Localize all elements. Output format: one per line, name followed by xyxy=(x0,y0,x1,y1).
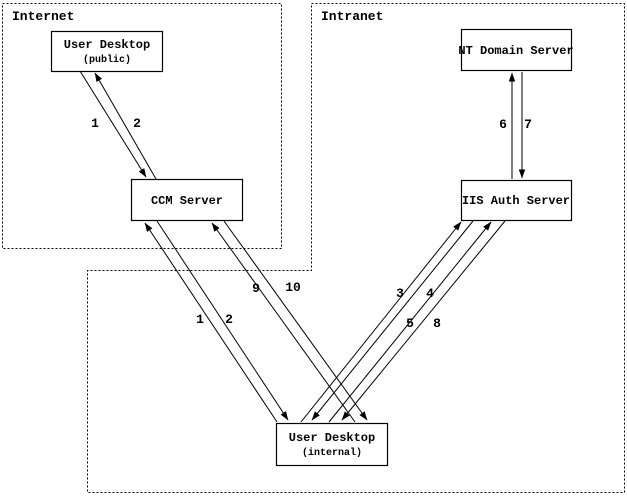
node-nt-domain-server-box xyxy=(460,28,573,72)
edge-step-8: 8 xyxy=(341,220,506,421)
edge-label-step-10: 10 xyxy=(285,280,301,295)
edge-line-step-10 xyxy=(223,220,368,421)
zone-internet-border xyxy=(2,3,282,249)
edge-step-6: 6 xyxy=(499,72,516,179)
edge-step-1-public: 1 xyxy=(79,70,147,178)
node-ccm-server: CCM Server xyxy=(130,178,244,222)
node-ccm-server-title: CCM Server xyxy=(151,194,223,208)
node-nt-domain-server: NT Domain Server xyxy=(458,28,574,72)
edge-line-step-1-internal xyxy=(144,222,278,423)
edge-label-step-2-internal: 2 xyxy=(225,312,233,327)
edge-line-step-4 xyxy=(311,220,474,421)
edge-line-step-3 xyxy=(300,221,462,423)
edge-line-step-1-public xyxy=(79,70,147,178)
zone-intranet-border xyxy=(87,3,625,493)
node-user-desktop-public-title: User Desktop xyxy=(64,38,150,52)
edge-label-step-5: 5 xyxy=(406,316,414,331)
edge-label-step-9: 9 xyxy=(252,281,260,296)
edge-step-2-public: 2 xyxy=(94,72,157,180)
edge-step-2-internal: 2 xyxy=(156,220,289,421)
zone-intranet: Intranet xyxy=(87,3,625,493)
edge-step-7: 7 xyxy=(518,72,532,179)
zone-internet: Internet xyxy=(2,3,282,249)
edge-step-4: 4 xyxy=(311,220,474,421)
edge-step-1-internal: 1 xyxy=(144,222,278,423)
edge-label-step-2-public: 2 xyxy=(133,116,141,131)
edge-line-step-2-public xyxy=(94,72,157,180)
node-user-desktop-public-box xyxy=(50,30,164,73)
edge-step-3: 3 xyxy=(300,221,462,423)
node-iis-auth-server: IIS Auth Server xyxy=(460,179,573,222)
edge-step-10: 10 xyxy=(223,220,368,421)
node-iis-auth-server-box xyxy=(460,179,573,222)
edge-label-step-3: 3 xyxy=(396,286,404,301)
edge-step-9: 9 xyxy=(211,222,356,423)
node-iis-auth-server-title: IIS Auth Server xyxy=(462,194,570,208)
edge-line-step-8 xyxy=(341,220,506,421)
node-user-desktop-internal-title: User Desktop xyxy=(289,431,375,445)
node-ccm-server-box xyxy=(130,178,244,222)
edges: 1 2 1 2 3 4 5 xyxy=(79,70,532,423)
edge-label-step-1-public: 1 xyxy=(91,116,99,131)
node-user-desktop-internal: User Desktop (internal) xyxy=(275,422,389,467)
node-nt-domain-server-title: NT Domain Server xyxy=(458,44,573,58)
edge-label-step-1-internal: 1 xyxy=(196,312,204,327)
node-user-desktop-public: User Desktop (public) xyxy=(50,30,164,73)
edge-line-step-2-internal xyxy=(156,220,289,421)
zone-intranet-label: Intranet xyxy=(321,9,383,24)
zone-internet-label: Internet xyxy=(12,9,74,24)
edge-line-step-5 xyxy=(328,221,492,423)
node-user-desktop-internal-subtitle: (internal) xyxy=(302,447,362,459)
edge-step-5: 5 xyxy=(328,221,492,423)
edge-label-step-8: 8 xyxy=(433,316,441,331)
edge-line-step-9 xyxy=(211,222,356,423)
edge-label-step-6: 6 xyxy=(499,117,507,132)
edge-label-step-4: 4 xyxy=(426,286,434,301)
node-user-desktop-public-subtitle: (public) xyxy=(83,54,131,66)
node-user-desktop-internal-box xyxy=(275,422,389,467)
edge-label-step-7: 7 xyxy=(524,117,532,132)
